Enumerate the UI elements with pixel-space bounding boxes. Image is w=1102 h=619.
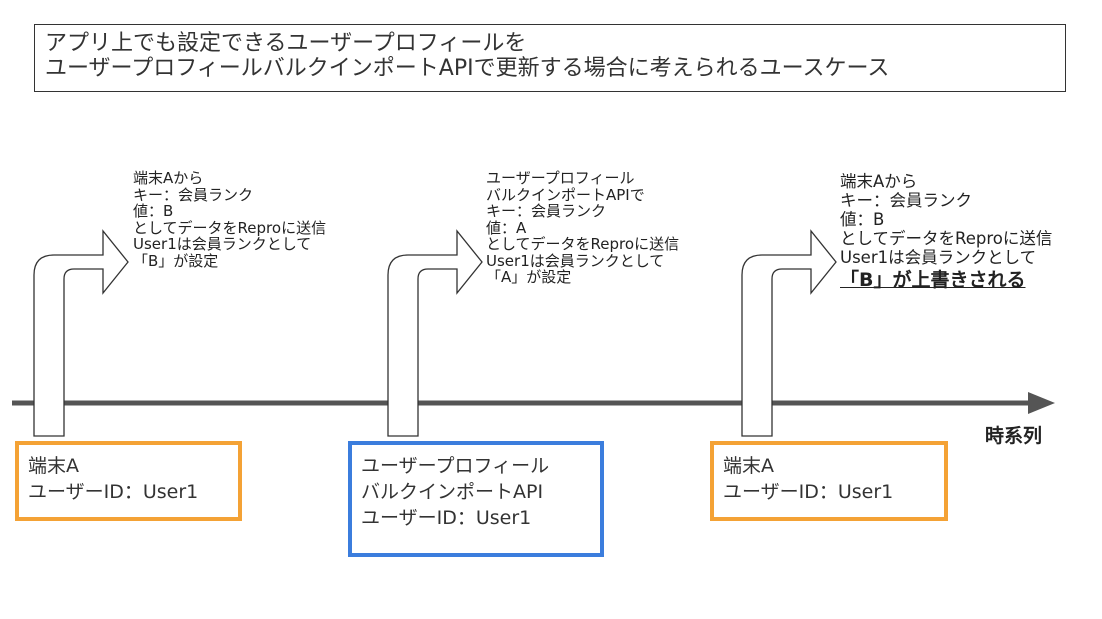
box-line: ユーザープロフィール [361,455,550,477]
note-line: 端末Aから [840,172,918,191]
note-line: 「A」が設定 [486,268,572,286]
note-line: 値：A [486,218,527,237]
box-line: ユーザーID：User1 [723,481,894,503]
note-line: 端末Aから [133,169,204,187]
turn-arrow-2 [387,229,483,437]
box-line: ユーザーID：User1 [28,481,199,503]
event-1-box: 端末A ユーザーID：User1 [15,441,242,521]
event-3-box: 端末A ユーザーID：User1 [710,441,948,521]
note-line: としてデータをReproに送信 [486,235,680,253]
note-line: としてデータをReproに送信 [133,218,327,237]
note-line: 値：B [133,202,174,220]
event-2-note: ユーザープロフィール バルクインポートAPIで キー：会員ランク 値：A として… [486,170,679,286]
note-line: バルクインポートAPIで [486,185,645,204]
box-line: バルクインポートAPI [361,481,544,503]
event-2-box: ユーザープロフィール バルクインポートAPI ユーザーID：User1 [348,441,604,557]
title-line-1: アプリ上でも設定できるユーザープロフィールを [45,31,527,56]
note-line: ユーザープロフィール [486,169,635,187]
note-line: キー：会員ランク [840,191,972,210]
overwrite-emphasis: 「B」が上書きされる [840,269,1026,291]
note-line: キー：会員ランク [486,202,607,220]
timeline-axis [12,392,1055,414]
turn-arrow-3 [741,229,837,437]
event-1-note: 端末Aから キー：会員ランク 値：B としてデータをReproに送信 User1… [133,170,326,269]
timeline-arrowhead [1028,392,1055,414]
note-line: User1は会員ランクとして [840,248,1037,267]
turn-arrow-1 [33,229,129,437]
box-line: ユーザーID：User1 [361,507,532,529]
note-line: User1は会員ランクとして [486,251,665,270]
note-line: キー：会員ランク [133,185,254,204]
note-line: User1は会員ランクとして [133,235,312,253]
title-box: アプリ上でも設定できるユーザープロフィールを ユーザープロフィールバルクインポー… [34,24,1066,92]
timeline-label: 時系列 [985,425,1043,447]
event-3-note: 端末Aから キー：会員ランク 値：B としてデータをReproに送信 User1… [840,172,1052,293]
note-line: としてデータをReproに送信 [840,229,1053,248]
box-line: 端末A [723,455,774,477]
note-line: 値：B [840,210,885,229]
title-line-2: ユーザープロフィールバルクインポートAPIで更新する場合に考えられるユースケース [45,56,890,81]
box-line: 端末A [28,455,79,477]
note-line: 「B」が設定 [133,251,219,270]
